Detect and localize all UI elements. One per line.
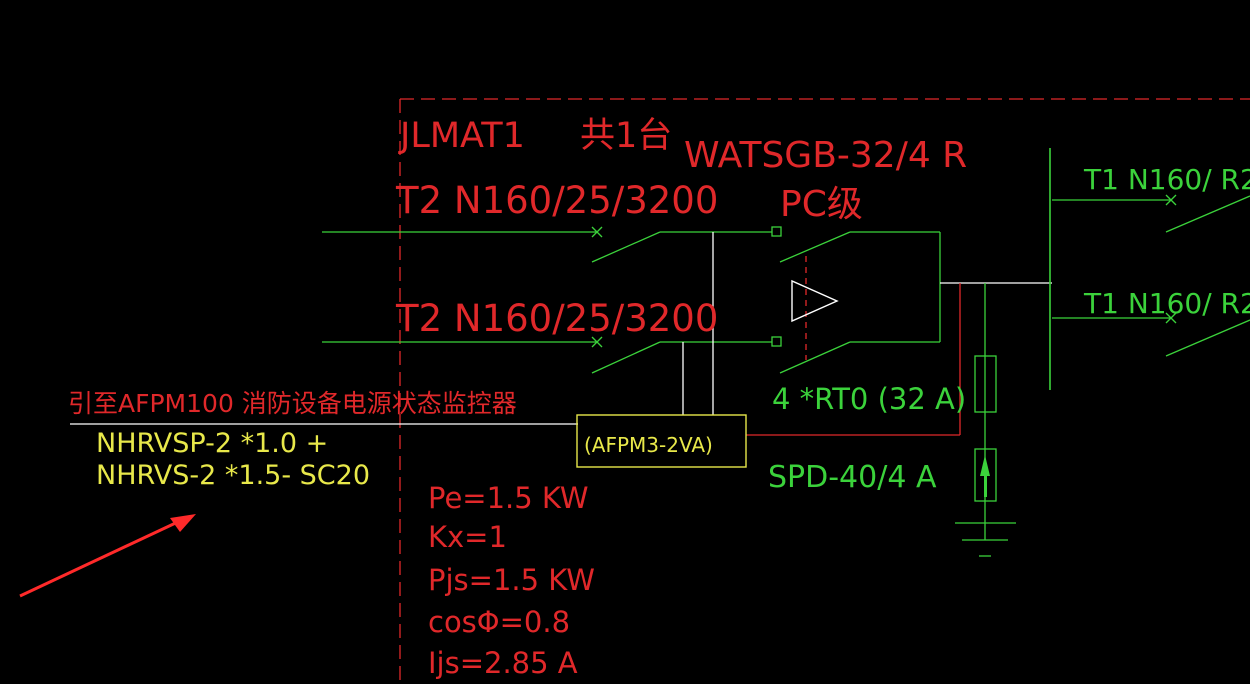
cabinet-boundary bbox=[399, 98, 1250, 684]
pe-label: Pe=1.5 KW bbox=[428, 481, 589, 515]
monitor-wiring bbox=[746, 283, 961, 436]
afpm-module-label: (AFPM3-2VA) bbox=[584, 433, 713, 457]
incoming-breaker-2-label: T2 N160/25/3200 bbox=[395, 297, 718, 340]
incoming-feeders bbox=[322, 226, 772, 374]
fuse-label: 4 *RT0 (32 A) bbox=[772, 382, 966, 416]
outgoing-breaker-1-label: T1 N160/ R2 bbox=[1083, 163, 1250, 196]
spd-label: SPD-40/4 A bbox=[768, 460, 937, 495]
fuse-spd-branch bbox=[955, 283, 1016, 557]
ijs-label: Ijs=2.85 A bbox=[428, 646, 578, 680]
ats-model-label: WATSGB-32/4 R bbox=[684, 135, 967, 176]
kx-label: Kx=1 bbox=[428, 520, 507, 554]
incoming-breaker-1-label: T2 N160/25/3200 bbox=[395, 179, 718, 222]
pjs-label: Pjs=1.5 KW bbox=[428, 563, 595, 597]
spd-arrow-icon bbox=[980, 455, 990, 497]
cabinet-label: JLMAT1 bbox=[398, 116, 525, 156]
cabinet-qty-label: 共1台 bbox=[580, 116, 672, 156]
annotation-arrow-icon bbox=[19, 514, 196, 598]
ats-triangle-icon bbox=[791, 279, 839, 323]
afpm-module-box bbox=[576, 414, 747, 468]
monitor-note-label: 引至AFPM100 消防设备电源状态监控器 bbox=[68, 389, 517, 418]
signal-wiring bbox=[70, 232, 1052, 425]
outgoing-feeders bbox=[1052, 194, 1250, 357]
ats-class-label: PC级 bbox=[780, 184, 863, 225]
cable-spec-2-label: NHRVS-2 *1.5- SC20 bbox=[96, 460, 370, 491]
cos-label: cosΦ=0.8 bbox=[428, 605, 570, 639]
cable-spec-1-label: NHRVSP-2 *1.0 + bbox=[96, 428, 328, 459]
outgoing-breaker-2-label: T1 N160/ R2 bbox=[1083, 287, 1250, 320]
ats-switch bbox=[771, 226, 941, 374]
